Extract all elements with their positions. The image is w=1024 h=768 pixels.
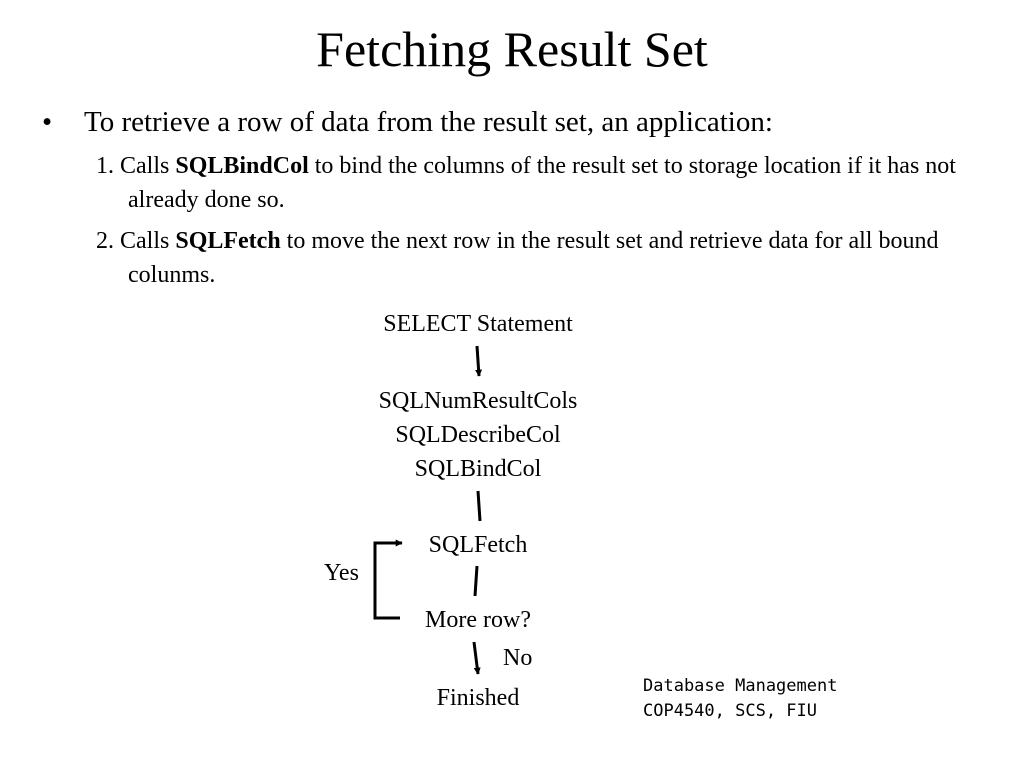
step-fetch: 2. Calls SQLFetch to move the next row i…: [96, 224, 1024, 292]
step-prefix: 1. Calls: [96, 153, 176, 179]
step-prefix: 2. Calls: [96, 228, 176, 254]
flow-call: SQLBindCol: [414, 456, 542, 482]
flow-node-start: SELECT Statement: [383, 311, 573, 337]
flow-node-decision: More row?: [425, 607, 531, 633]
flow-call: SQLNumResultCols: [378, 388, 578, 414]
bullet-marker: •: [42, 106, 53, 138]
footer-institution: COP4540, SCS, FIU: [643, 701, 817, 721]
line-fetch-to-decision: [473, 565, 479, 597]
slide-footer: Database Management COP4540, SCS, FIU: [643, 674, 837, 724]
flow-node-fetch: SQLFetch: [428, 532, 528, 558]
bullet-intro: • To retrieve a row of data from the resu…: [42, 103, 773, 141]
arrow-select-to-calls: [475, 345, 483, 377]
flow-call: SQLDescribeCol: [395, 422, 561, 448]
step-keyword: SQLFetch: [175, 228, 281, 254]
line-calls-to-fetch: [476, 490, 482, 522]
step-bindcol: 1. Calls SQLBindCol to bind the columns …: [96, 149, 1024, 217]
step-suffix: to bind the columns of the result set to…: [128, 153, 956, 213]
bullet-text: To retrieve a row of data from the resul…: [84, 106, 773, 138]
flow-node-end: Finished: [436, 685, 520, 711]
step-keyword: SQLBindCol: [175, 153, 309, 179]
arrow-decision-to-finished: [472, 641, 481, 675]
footer-course: Database Management: [643, 676, 838, 696]
step-suffix: to move the next row in the result set a…: [128, 228, 939, 288]
flow-label-yes: Yes: [324, 560, 359, 586]
slide-title: Fetching Result Set: [316, 21, 708, 77]
flow-node-calls: SQLNumResultCols SQLDescribeCol SQLBindC…: [278, 384, 678, 486]
flow-label-no: No: [503, 645, 533, 671]
